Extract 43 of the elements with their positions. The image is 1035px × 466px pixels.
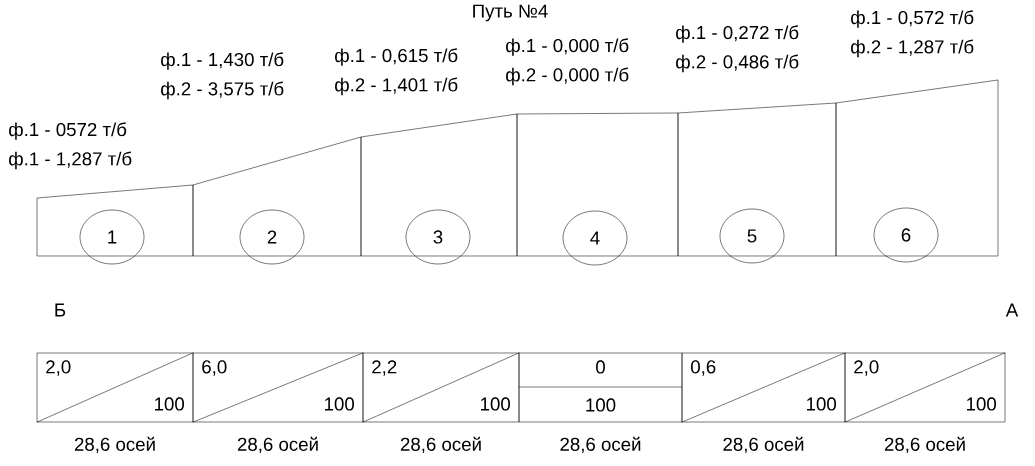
section-number: 2 <box>239 209 305 265</box>
node-label: 100 <box>481 397 511 411</box>
node-label: ф.1 - 0,615 т/б <box>335 48 458 66</box>
table-cell: 2,0 100 <box>844 352 1006 423</box>
axle-count: 28,6 осей <box>237 436 318 454</box>
node-label: 2,0 <box>46 360 71 376</box>
table-cell: 6,0 100 <box>192 352 364 423</box>
axle-count: 28,6 осей <box>723 436 804 454</box>
node-label: ф.2 - 3,575 т/б <box>161 81 284 100</box>
axle-count: 28,6 осей <box>884 436 965 454</box>
node-label: ф.1 - 1,430 т/б <box>161 52 284 70</box>
node-label: ф.2 - 1,401 т/б <box>335 77 458 96</box>
node-label: ф.1 - 0572 т/б <box>9 122 127 140</box>
node-label: 100 <box>807 397 837 411</box>
node-label: ф.1 - 0,572 т/б <box>851 10 974 28</box>
section-number: 3 <box>405 209 471 265</box>
node-label: 100 <box>155 397 185 411</box>
node-label: ф.2 - 0,486 т/б <box>676 54 799 73</box>
axle-count: 28,6 осей <box>560 436 641 454</box>
section-number: 4 <box>562 210 628 266</box>
node-label: ф.1 - 0,272 т/б <box>676 25 799 43</box>
table-cell: 2,2 100 <box>362 352 520 423</box>
section-number: 1 <box>79 209 145 265</box>
table-cell: 0,6 100 <box>681 352 846 423</box>
node-label: 2,2 <box>372 360 397 376</box>
node-label: ф.1 - 0,000 т/б <box>506 38 629 56</box>
section-number: 5 <box>719 208 785 264</box>
axle-count: 28,6 осей <box>400 436 481 454</box>
end-label: Б <box>55 303 66 317</box>
node-label: ф.1 - 1,287 т/б <box>9 151 132 170</box>
node-label: ф.2 - 1,287 т/б <box>851 39 974 58</box>
node-label: 2,0 <box>854 360 879 376</box>
node-label: 0,6 <box>691 360 716 376</box>
node-label: 6,0 <box>202 360 227 376</box>
node-label: 100 <box>967 397 997 411</box>
section-number: 6 <box>873 207 939 263</box>
node-label: ф.2 - 0,000 т/б <box>506 67 629 86</box>
node-label: 100 <box>325 397 355 411</box>
table-cell: 2,0 100 <box>36 352 194 423</box>
table-cell: 0 100 <box>518 352 683 423</box>
end-label: А <box>1005 303 1019 317</box>
axle-count: 28,6 осей <box>74 436 155 454</box>
title: Путь №4 <box>473 4 548 22</box>
